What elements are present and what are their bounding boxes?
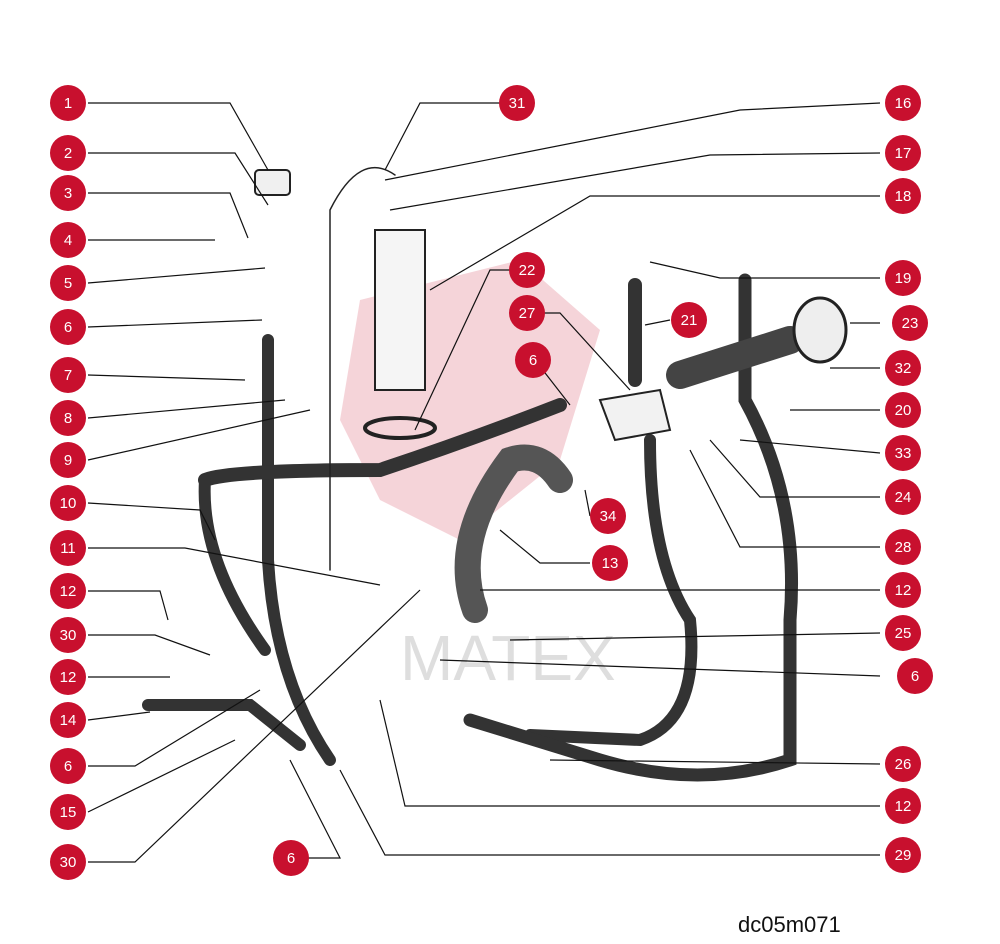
callout-6b: 6	[50, 748, 86, 784]
callout-20: 20	[885, 392, 921, 428]
svg-text:1: 1	[64, 95, 72, 112]
svg-text:26: 26	[895, 756, 912, 773]
callout-16: 16	[885, 85, 921, 121]
svg-text:11: 11	[60, 540, 76, 557]
callout-30: 30	[50, 617, 86, 653]
svg-text:3: 3	[64, 185, 72, 202]
callout-26: 26	[885, 746, 921, 782]
svg-text:33: 33	[895, 445, 912, 462]
callout-8: 8	[50, 400, 86, 436]
callout-11: 11	[50, 530, 86, 566]
callout-14: 14	[50, 702, 86, 738]
callout-6e: 6	[273, 840, 309, 876]
svg-text:27: 27	[519, 305, 536, 322]
svg-text:8: 8	[64, 410, 72, 427]
svg-text:6: 6	[529, 352, 537, 369]
callout-15: 15	[50, 794, 86, 830]
drawing-code: dc05m071	[738, 912, 841, 937]
svg-text:17: 17	[895, 145, 912, 162]
callout-10: 10	[50, 485, 86, 521]
svg-text:12: 12	[895, 582, 912, 599]
callout-18: 18	[885, 178, 921, 214]
svg-text:9: 9	[64, 452, 72, 469]
svg-text:10: 10	[60, 495, 77, 512]
svg-text:24: 24	[895, 489, 912, 506]
watermark-text: MATEX	[400, 622, 616, 694]
svg-text:31: 31	[509, 95, 526, 112]
callout-7: 7	[50, 357, 86, 393]
hose-assembly	[142, 166, 848, 782]
svg-text:14: 14	[60, 712, 77, 729]
callout-9: 9	[50, 442, 86, 478]
callout-17: 17	[885, 135, 921, 171]
callout-21: 21	[671, 302, 707, 338]
svg-text:12: 12	[60, 669, 77, 686]
svg-text:12: 12	[895, 798, 912, 815]
callout-28: 28	[885, 529, 921, 565]
callout-12b: 12	[50, 659, 86, 695]
svg-text:12: 12	[60, 583, 77, 600]
svg-text:7: 7	[64, 367, 72, 384]
callout-23: 23	[892, 305, 928, 341]
svg-text:32: 32	[895, 360, 912, 377]
svg-text:28: 28	[895, 539, 912, 556]
callout-22: 22	[509, 252, 545, 288]
callout-24: 24	[885, 479, 921, 515]
callout-6c: 6	[897, 658, 933, 694]
callout-12: 12	[50, 573, 86, 609]
callout-29: 29	[885, 837, 921, 873]
svg-text:20: 20	[895, 402, 912, 419]
svg-text:6: 6	[64, 758, 72, 775]
svg-text:25: 25	[895, 625, 912, 642]
svg-text:18: 18	[895, 188, 912, 205]
svg-text:23: 23	[902, 315, 919, 332]
svg-text:30: 30	[60, 854, 77, 871]
svg-text:13: 13	[602, 555, 619, 572]
callout-32: 32	[885, 350, 921, 386]
callout-31: 31	[499, 85, 535, 121]
svg-text:19: 19	[895, 270, 912, 287]
svg-text:16: 16	[895, 95, 912, 112]
svg-text:6: 6	[911, 668, 919, 685]
callout-6d: 6	[515, 342, 551, 378]
callout-12d: 12	[885, 788, 921, 824]
callout-6: 6	[50, 309, 86, 345]
callout-30b: 30	[50, 844, 86, 880]
callout-13: 13	[592, 545, 628, 581]
callout-12c: 12	[885, 572, 921, 608]
svg-text:34: 34	[600, 508, 617, 525]
svg-text:15: 15	[60, 804, 77, 821]
callout-1: 1	[50, 85, 86, 121]
callout-2: 2	[50, 135, 86, 171]
callout-4: 4	[50, 222, 86, 258]
svg-text:6: 6	[64, 319, 72, 336]
callout-33: 33	[885, 435, 921, 471]
svg-text:4: 4	[64, 232, 72, 249]
callout-25: 25	[885, 615, 921, 651]
svg-text:21: 21	[681, 312, 698, 329]
svg-text:2: 2	[64, 145, 72, 162]
leader-lines	[87, 102, 881, 863]
callout-3: 3	[50, 175, 86, 211]
svg-text:6: 6	[287, 850, 295, 867]
callout-27: 27	[509, 295, 545, 331]
callouts: 1 2 3 4 5 6 7 8 9 10 11 12 30 12 14 6 15…	[50, 85, 933, 880]
callout-5: 5	[50, 265, 86, 301]
svg-text:30: 30	[60, 627, 77, 644]
svg-text:29: 29	[895, 847, 912, 864]
callout-34: 34	[590, 498, 626, 534]
svg-text:22: 22	[519, 262, 536, 279]
svg-text:5: 5	[64, 275, 72, 292]
callout-19: 19	[885, 260, 921, 296]
